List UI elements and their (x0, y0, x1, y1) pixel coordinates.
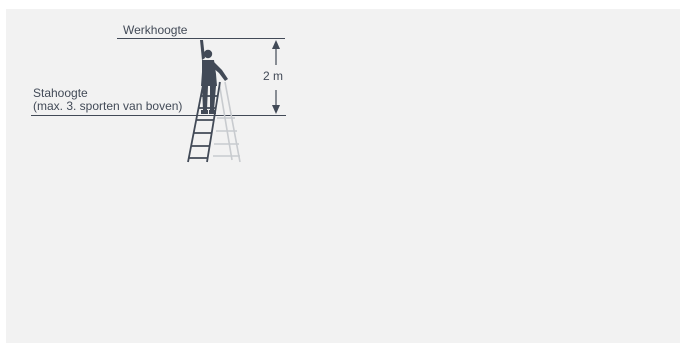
work-height-label: Werkhoogte (123, 23, 188, 37)
dimension-label: 2 m (263, 69, 284, 83)
dimension-arrow-top (272, 40, 280, 65)
ladder-back-legs (213, 81, 241, 163)
standing-height-note: (max. 3. sporten van boven) (33, 99, 183, 113)
dimension-arrow-bottom (272, 90, 280, 114)
standing-height-label: Stahoogte (33, 86, 88, 100)
person-figure (200, 40, 228, 114)
diagram-panel (6, 9, 680, 343)
ladder-front (187, 79, 221, 163)
